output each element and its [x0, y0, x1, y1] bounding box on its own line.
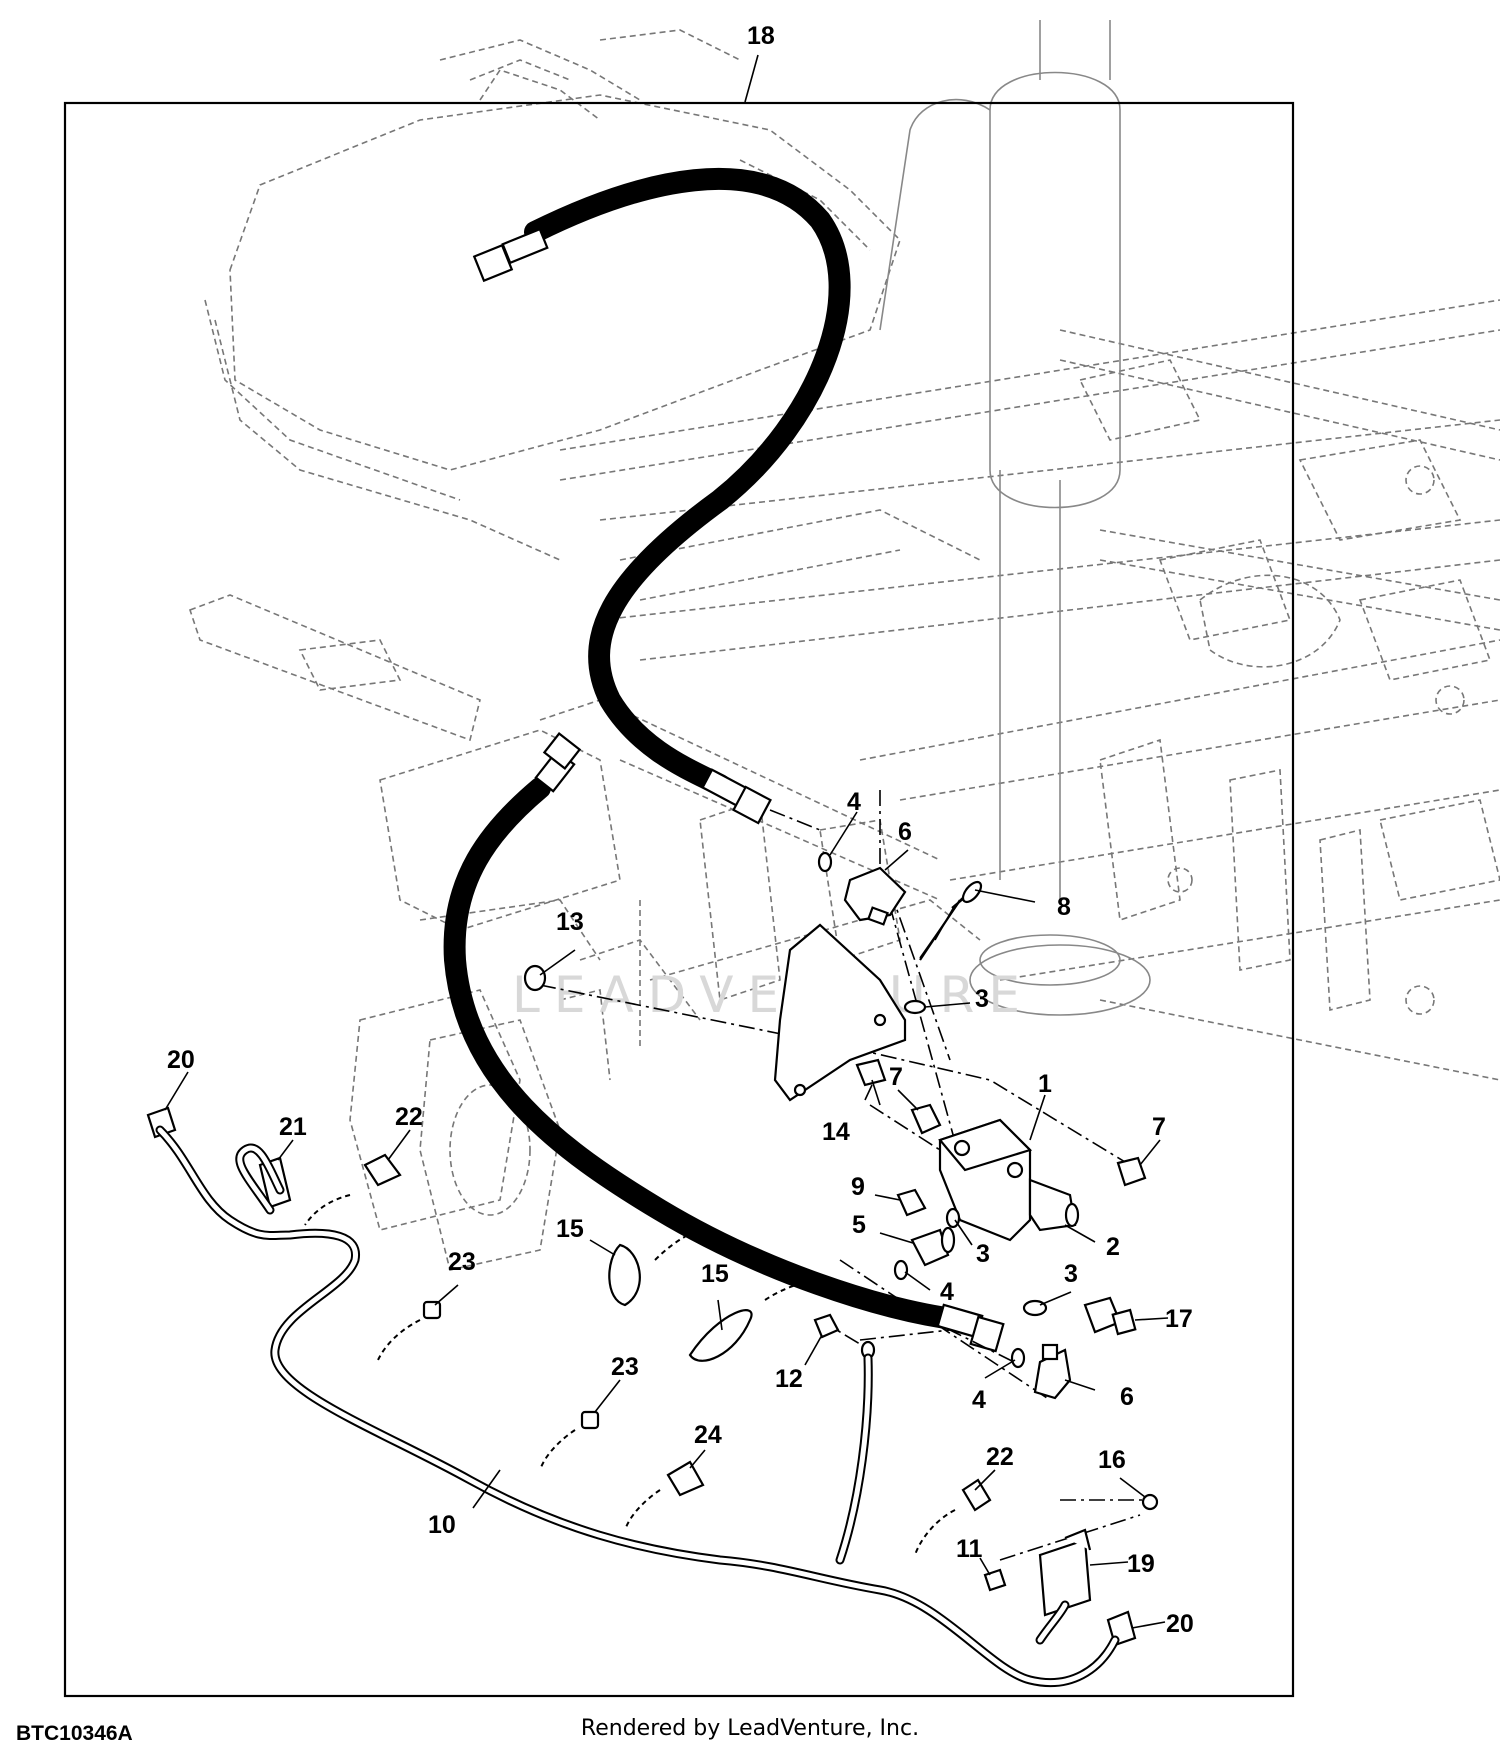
callout-19: 19: [1127, 1550, 1155, 1578]
o-ring-4-lower: [1010, 1347, 1026, 1369]
cable-tie-15-a: [608, 1243, 641, 1307]
installation-arrows: [304, 1194, 956, 1556]
callout-23-upper: 23: [448, 1248, 476, 1276]
callout-21: 21: [279, 1113, 307, 1141]
callout-labels: 18 1 2 3 3 3 4 4 4 5 6 6 7 7 8 9 10 11 1…: [167, 22, 1194, 1638]
footer-credit: Rendered by LeadVenture, Inc.: [580, 1716, 920, 1741]
callout-15-left: 15: [556, 1215, 584, 1243]
callout-4-lower: 4: [972, 1386, 986, 1414]
hydraulic-hose-upper: [472, 167, 851, 825]
callout-16: 16: [1098, 1446, 1126, 1474]
nut-9: [896, 1188, 927, 1217]
callout-18: 18: [747, 22, 775, 50]
nut-16: [1141, 1493, 1159, 1511]
figure-id: BTC10346A: [16, 1722, 133, 1745]
leader-lines: [164, 54, 1169, 1629]
callout-1: 1: [1038, 1070, 1052, 1098]
callout-5: 5: [852, 1211, 866, 1239]
plug-7-left: [910, 1103, 942, 1135]
callout-10: 10: [428, 1511, 456, 1539]
callout-6-lower: 6: [1120, 1383, 1134, 1411]
fitting-6-lower: [1033, 1348, 1072, 1400]
o-ring-3-upper: [903, 999, 927, 1015]
callout-17: 17: [1165, 1305, 1193, 1333]
callout-7-left: 7: [889, 1063, 903, 1091]
hydraulic-hose-lower: [443, 731, 1005, 1353]
callout-9: 9: [851, 1173, 865, 1201]
watermark-text: LEADVENTURE: [512, 966, 1034, 1024]
relay-19: [1038, 1538, 1092, 1617]
callout-2: 2: [1106, 1233, 1120, 1261]
solenoid-2: [1028, 1178, 1077, 1232]
callout-20-left: 20: [167, 1046, 195, 1074]
o-ring-4-middle: [893, 1259, 909, 1281]
callout-14: 14: [822, 1118, 850, 1146]
callout-3-lower: 3: [1064, 1260, 1078, 1288]
callout-6-upper: 6: [898, 818, 912, 846]
fitting-5: [910, 1228, 950, 1267]
callout-11: 11: [956, 1535, 983, 1563]
assembly-centerlines: [539, 790, 1145, 1561]
clip-22-left: [363, 1153, 402, 1187]
plug-7-right: [1116, 1156, 1147, 1187]
clip-23-lower: [580, 1410, 600, 1430]
bolt-14: [855, 1058, 887, 1087]
callout-20-right: 20: [1166, 1610, 1194, 1638]
callout-24: 24: [694, 1421, 722, 1449]
callout-22-right: 22: [986, 1443, 1014, 1471]
cable-tie-15-b: [688, 1309, 753, 1362]
callout-15-right: 15: [701, 1260, 729, 1288]
o-ring-4-upper: [817, 851, 833, 873]
background-frame-structure: [188, 20, 1500, 1271]
clip-24: [666, 1460, 705, 1497]
fitting-6-upper: [843, 866, 907, 922]
wiring-harness-10: [155, 1125, 1120, 1688]
screw-12: [813, 1313, 840, 1339]
watermark: LEADVENTURE: [512, 966, 1034, 1024]
callout-22-left: 22: [395, 1103, 423, 1131]
callout-12: 12: [775, 1365, 803, 1393]
callout-23-lower: 23: [611, 1353, 639, 1381]
callout-13: 13: [556, 908, 584, 936]
callout-7-right: 7: [1152, 1113, 1166, 1141]
clip-23-upper: [422, 1300, 442, 1320]
clip-22-right: [961, 1478, 992, 1512]
mounting-bracket: [773, 923, 907, 1102]
connector-20-left: [146, 1106, 177, 1139]
callout-8: 8: [1057, 893, 1071, 921]
diagram-border: [63, 101, 1295, 1698]
callout-3-upper: 3: [975, 985, 989, 1013]
callout-3-middle: 3: [976, 1240, 990, 1268]
callout-4-upper: 4: [847, 788, 861, 816]
nut-13: [523, 964, 547, 992]
callout-4-middle: 4: [940, 1278, 954, 1306]
